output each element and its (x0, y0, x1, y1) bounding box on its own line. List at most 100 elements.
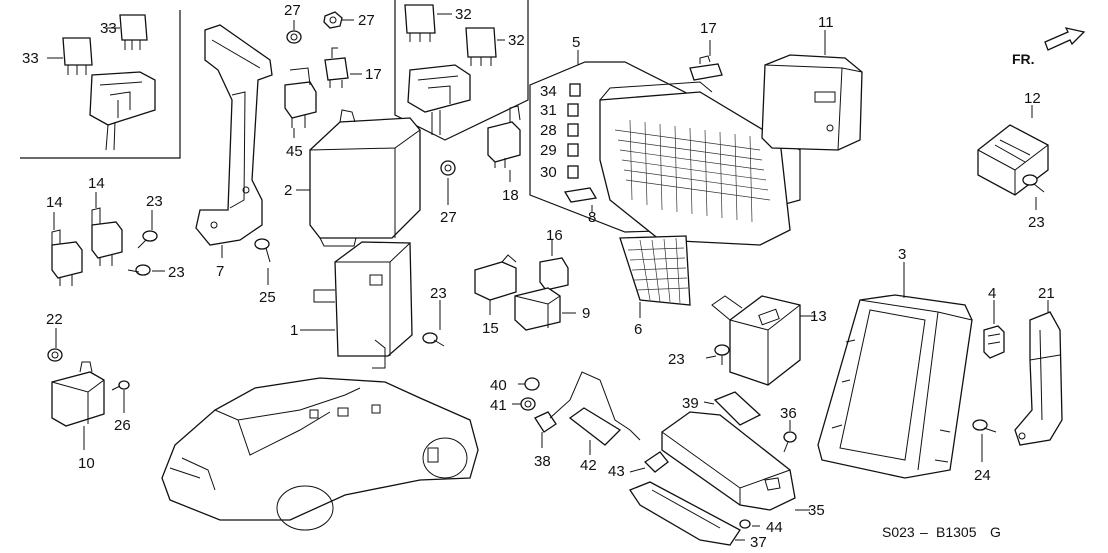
label-10: 10 (78, 455, 95, 472)
label-23c: 23 (1028, 214, 1045, 231)
label-9: 9 (582, 305, 590, 322)
label-44: 44 (766, 519, 783, 536)
label-23b: 23 (168, 264, 185, 281)
clip-4 (983, 300, 1005, 359)
part-labels: 27 27 33 33 32 32 17 17 5 11 FR. 34 31 2… (22, 2, 1055, 551)
svg-text:–: – (920, 524, 928, 540)
control-unit-2 (296, 109, 421, 247)
bolt-23-d (422, 300, 445, 347)
nut-27-lower (440, 160, 456, 205)
bolt-23-c (705, 344, 730, 365)
screw-26 (111, 380, 130, 413)
label-17b: 17 (700, 20, 717, 37)
fuse-28 (567, 123, 579, 137)
control-unit-1 (300, 241, 413, 369)
sensor-38 (534, 371, 641, 448)
label-32b: 32 (508, 32, 525, 49)
relay-45 (284, 67, 317, 138)
relay-33-lower (62, 37, 93, 75)
unit-13 (711, 295, 816, 386)
relay-18 (487, 105, 521, 182)
relay-32-upper (404, 4, 436, 42)
bolt-23-right (1022, 174, 1045, 210)
label-27a: 27 (284, 2, 301, 19)
label-40: 40 (490, 377, 507, 394)
label-39: 39 (682, 395, 699, 412)
code-right: B1305 (936, 524, 977, 540)
relay-14-left (51, 212, 83, 286)
label-37: 37 (750, 534, 767, 551)
label-30: 30 (540, 164, 557, 181)
vehicle-outline (161, 377, 479, 531)
nut-27-right (323, 11, 354, 29)
screw-44 (739, 519, 760, 529)
label-31: 31 (540, 102, 557, 119)
inset-relays-33 (20, 10, 181, 159)
bracket-37 (629, 481, 745, 546)
label-12: 12 (1024, 90, 1041, 107)
label-34: 34 (540, 83, 557, 100)
relay-9 (514, 287, 576, 331)
label-43: 43 (608, 463, 625, 480)
diagram-code: S023 – B1305 G (882, 524, 1001, 540)
cover-6 (619, 235, 691, 318)
relay-17-left (324, 47, 362, 88)
label-2: 2 (284, 182, 292, 199)
label-28: 28 (540, 122, 557, 139)
label-6: 6 (634, 321, 642, 338)
bolt-23-a (137, 210, 158, 249)
plate-42 (568, 407, 622, 455)
bolt-24 (972, 419, 997, 462)
sheet-39 (703, 391, 762, 426)
fuse-29 (567, 143, 579, 157)
label-24: 24 (974, 467, 991, 484)
fuse-8 (563, 187, 598, 212)
label-16: 16 (546, 227, 563, 244)
fuse-30 (567, 165, 579, 179)
fuse-box-5 (529, 50, 801, 246)
label-23a: 23 (146, 193, 163, 210)
control-unit-11 (761, 30, 863, 151)
label-38: 38 (534, 453, 551, 470)
bracket-21 (1014, 300, 1063, 446)
label-17a: 17 (365, 66, 382, 83)
relay-14-right (91, 192, 123, 266)
label-35: 35 (808, 502, 825, 519)
relay-17-right (689, 40, 723, 81)
label-11: 11 (818, 14, 834, 31)
nut-22 (47, 328, 63, 362)
code-left: S023 (882, 524, 915, 540)
label-45: 45 (286, 143, 303, 160)
relay-32-lower (465, 27, 497, 66)
inset-relays-32 (394, 0, 529, 141)
label-18: 18 (502, 187, 519, 204)
bolt-36 (783, 420, 797, 453)
relay-15 (474, 254, 517, 315)
label-22: 22 (46, 311, 63, 328)
label-14b: 14 (88, 175, 105, 192)
fuse-31 (567, 103, 579, 117)
label-15: 15 (482, 320, 499, 337)
label-14a: 14 (46, 194, 63, 211)
label-32a: 32 (455, 6, 472, 23)
unit-12 (977, 105, 1049, 196)
relay-16 (539, 240, 569, 291)
bracket-7 (195, 24, 273, 258)
unit-35 (661, 411, 810, 511)
label-26: 26 (114, 417, 131, 434)
label-21: 21 (1038, 285, 1055, 302)
label-42: 42 (580, 457, 597, 474)
connector-43 (629, 451, 669, 473)
relay-socket-32 (407, 64, 471, 135)
label-1: 1 (290, 322, 298, 339)
relay-10 (51, 361, 105, 450)
label-27c: 27 (440, 209, 457, 226)
label-3: 3 (898, 246, 906, 263)
label-23e: 23 (668, 351, 685, 368)
label-13: 13 (810, 308, 827, 325)
bolt-23-b (127, 264, 165, 276)
fr-label: FR. (1012, 51, 1035, 67)
label-29: 29 (540, 142, 557, 159)
label-5: 5 (572, 34, 580, 51)
